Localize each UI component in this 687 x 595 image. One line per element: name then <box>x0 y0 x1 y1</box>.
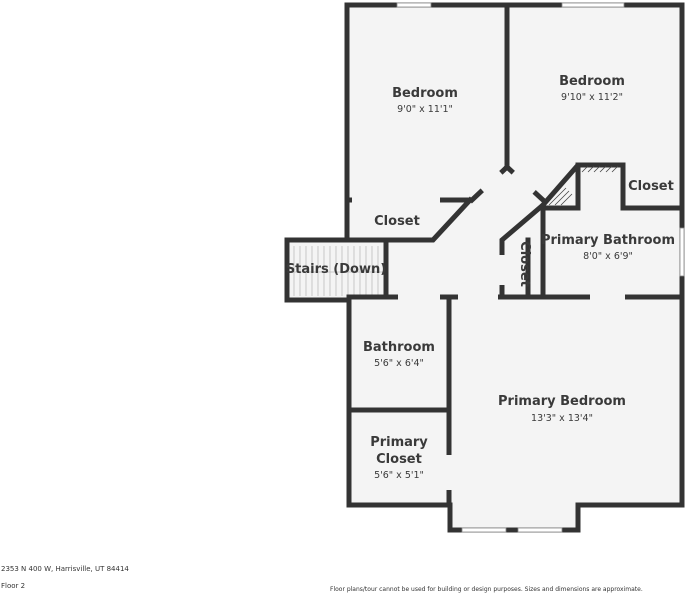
address-text: 2353 N 400 W, Harrisville, UT 84414 <box>1 565 129 573</box>
bathroom-dims: 5'6" x 6'4" <box>374 358 424 369</box>
bathroom-name: Bathroom <box>363 340 435 355</box>
closet-3-name: Closet <box>517 241 532 287</box>
disclaimer-text: Floor plans/tour cannot be used for buil… <box>330 586 643 593</box>
floor-area <box>287 5 682 530</box>
bedroom-2-name: Bedroom <box>559 74 625 89</box>
bedroom-2-dims: 9'10" x 11'2" <box>561 92 623 103</box>
primary-bedroom-dims: 13'3" x 13'4" <box>531 413 593 424</box>
windows <box>396 2 685 533</box>
closet-1-name: Closet <box>374 214 420 229</box>
primary-closet-name-line1: Primary <box>370 435 428 450</box>
bedroom-1-name: Bedroom <box>392 86 458 101</box>
bedroom-1-dims: 9'0" x 11'1" <box>397 104 453 115</box>
hatched-detail <box>548 165 619 206</box>
floor-label: Floor 2 <box>1 582 26 590</box>
primary-bathroom-name: Primary Bathroom <box>541 233 675 248</box>
stairs-treads <box>290 246 384 296</box>
primary-bathroom-dims: 8'0" x 6'9" <box>583 251 633 262</box>
primary-bedroom-name: Primary Bedroom <box>498 394 626 409</box>
primary-closet-dims: 5'6" x 5'1" <box>374 470 424 481</box>
primary-closet-name-line2: Closet <box>376 452 422 467</box>
door-openings <box>352 161 676 490</box>
stairs-name: Stairs (Down) <box>286 262 386 277</box>
closet-2-name: Closet <box>628 179 674 194</box>
